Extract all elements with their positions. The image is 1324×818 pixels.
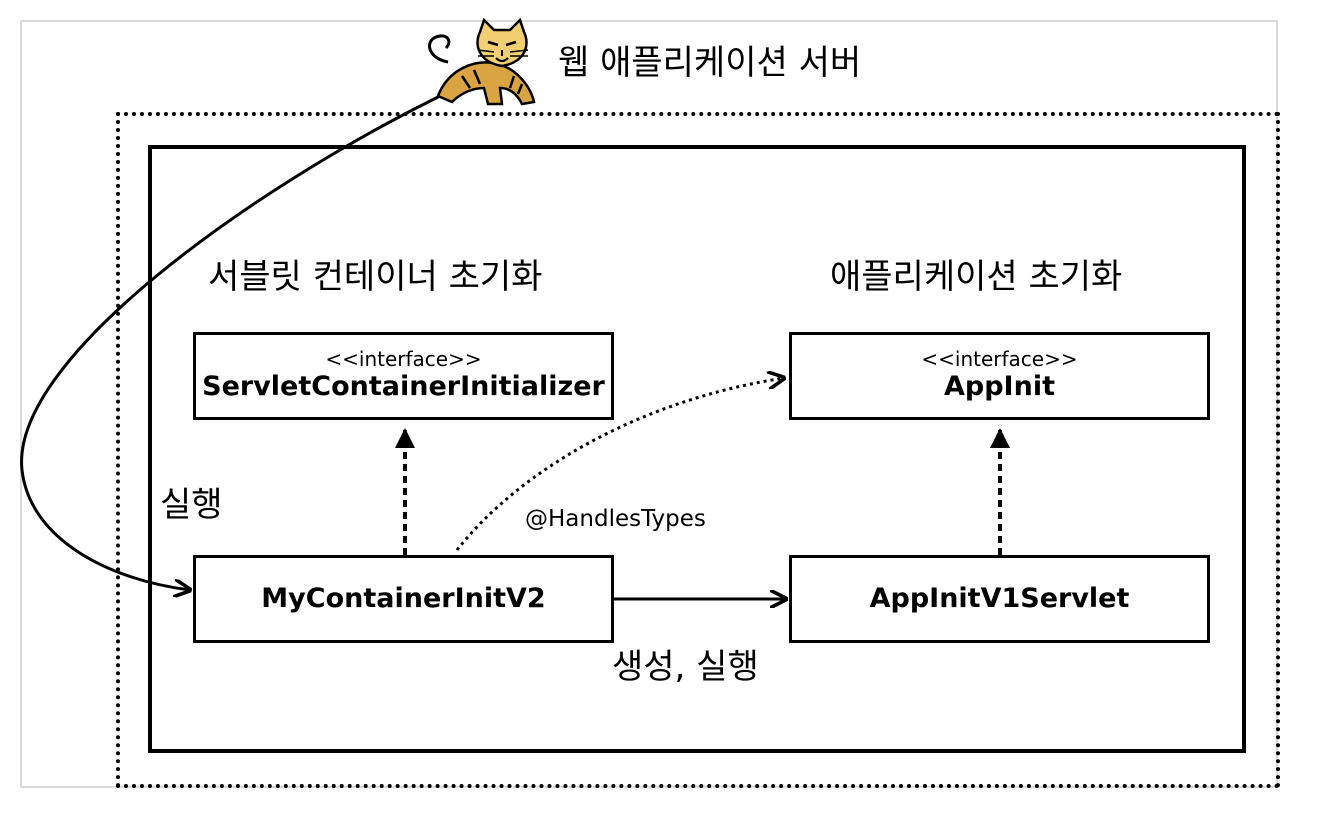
app-init-box: <<interface>> AppInit [789, 332, 1210, 420]
my-container-init-v2-box: MyContainerInitV2 [193, 555, 614, 643]
create-run-label: 생성, 실행 [612, 647, 759, 687]
handles-types-label: @HandlesTypes [525, 506, 706, 532]
app-init-name: AppInit [944, 371, 1055, 403]
my-container-init-v2-name: MyContainerInitV2 [261, 583, 546, 615]
app-init-v1-servlet-name: AppInitV1Servlet [869, 583, 1130, 615]
stereotype-label: <<interface>> [921, 347, 1078, 372]
application-init-title: 애플리케이션 초기화 [830, 257, 1123, 297]
tomcat-cat-icon [428, 18, 536, 106]
stereotype-label: <<interface>> [325, 347, 482, 372]
handles-types-arrow [455, 378, 784, 551]
app-init-v1-servlet-box: AppInitV1Servlet [789, 555, 1210, 643]
run-label: 실행 [160, 485, 223, 525]
servlet-container-initializer-name: ServletContainerInitializer [202, 371, 605, 403]
servlet-container-init-title: 서블릿 컨테이너 초기화 [208, 257, 543, 297]
servlet-container-boundary [148, 145, 1246, 753]
web-application-server-boundary [116, 112, 1280, 788]
run-arrow [20, 94, 441, 590]
web-application-server-title: 웹 애플리케이션 서버 [558, 43, 862, 83]
servlet-container-initializer-box: <<interface>> ServletContainerInitialize… [193, 332, 614, 420]
